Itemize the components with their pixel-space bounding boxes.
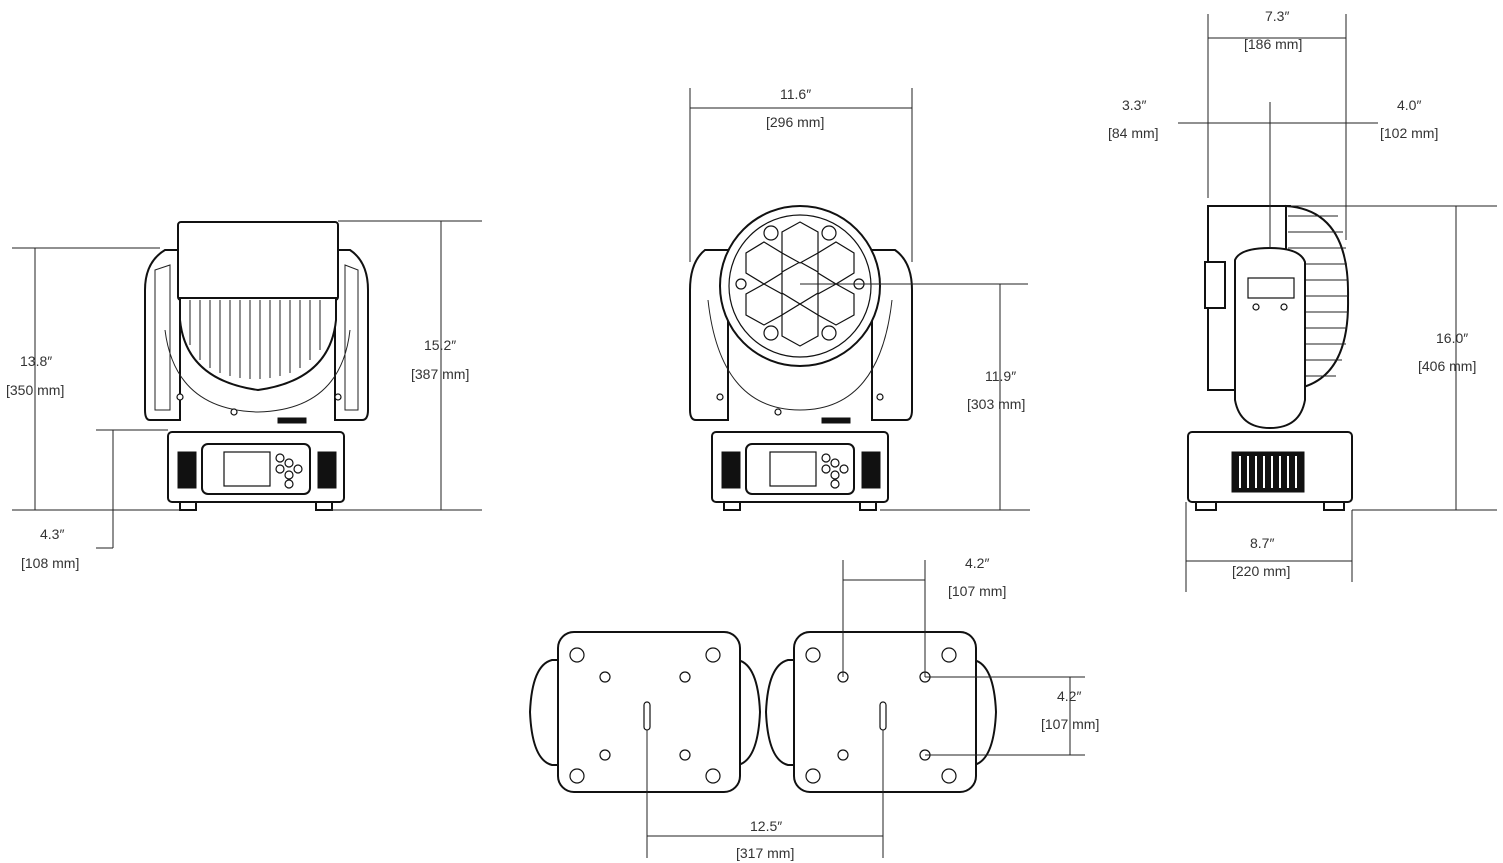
bottom-hole-spacing-y-in-label: 4.2″ [1057,688,1082,704]
front-total-height-in-label: 15.2″ [424,337,457,353]
side-view-dimension-lines [1178,14,1497,592]
lens-pivot-height-in-label: 11.9″ [985,368,1017,384]
lens-width-mm-label: [296 mm] [766,114,825,130]
side-rear-offset-mm-label: [84 mm] [1108,125,1159,141]
front-pivot-height-in-label: 13.8″ [20,353,53,369]
side-depth-mm-label: [186 mm] [1244,36,1303,52]
bottom-view-dimension-lines [646,560,1085,858]
side-height-mm-label: [406 mm] [1418,358,1477,374]
side-view-fixture [1187,204,1353,511]
front-base-vents [177,451,337,489]
lens-keypad-buttons [821,453,849,489]
side-base-vent-slots [1239,456,1297,488]
bottom-handle-spacing-mm-label: [317 mm] [736,845,795,861]
lens-width-in-label: 11.6″ [780,86,812,102]
side-depth-in-label: 7.3″ [1265,8,1290,24]
lens-hexagon-cells [745,221,855,347]
front-view-dimension-lines [12,220,482,549]
lens-pivot-height-mm-label: [303 mm] [967,396,1026,412]
bottom-hole-spacing-x-mm-label: [107 mm] [948,583,1007,599]
lens-view-dimension-lines [689,88,1030,511]
side-height-in-label: 16.0″ [1436,330,1469,346]
bottom-hole-spacing-x-in-label: 4.2″ [965,555,990,571]
bottom-handle-spacing-in-label: 12.5″ [750,818,783,834]
side-base-width-mm-label: [220 mm] [1232,563,1291,579]
lens-view-fixture [689,205,913,511]
front-keypad-buttons [275,453,303,489]
bottom-view-right [764,631,998,793]
side-front-offset-mm-label: [102 mm] [1380,125,1439,141]
front-view-fixture [144,221,369,511]
side-rear-offset-in-label: 3.3″ [1122,97,1147,113]
front-total-height-mm-label: [387 mm] [411,366,470,382]
bottom-hole-spacing-y-mm-label: [107 mm] [1041,716,1100,732]
bottom-view-left [528,631,762,793]
side-base-width-in-label: 8.7″ [1250,535,1275,551]
front-base-height-in-label: 4.3″ [40,526,65,542]
front-heatsink-fins [189,300,321,379]
side-front-offset-in-label: 4.0″ [1397,97,1422,113]
front-pivot-height-mm-label: [350 mm] [6,382,65,398]
front-base-height-mm-label: [108 mm] [21,555,80,571]
